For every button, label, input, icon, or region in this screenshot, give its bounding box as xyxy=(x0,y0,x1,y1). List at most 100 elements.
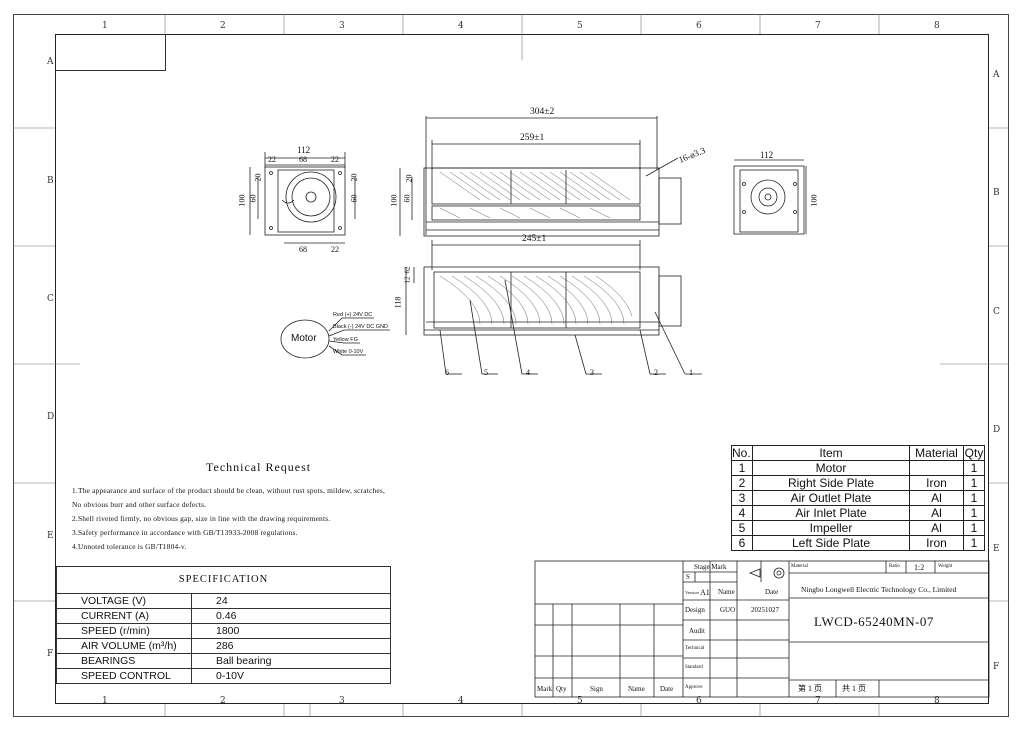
bom-material: Al xyxy=(909,490,964,506)
bom-header-no: No. xyxy=(731,445,753,461)
dim-bottom-12: 12 xyxy=(403,276,412,284)
spec-value: Ball bearing xyxy=(191,653,391,669)
spec-row: CURRENT (A)0.46 xyxy=(56,608,391,624)
stage-s: S xyxy=(686,573,690,581)
revision-sign-label: Sign xyxy=(590,685,603,693)
zone-col-8-bottom: 8 xyxy=(934,696,940,706)
spec-label: SPEED CONTROL xyxy=(56,668,192,684)
designer: GUO xyxy=(720,606,736,614)
dim-left-22b: 22 xyxy=(331,155,339,164)
zone-row-C: C xyxy=(47,294,54,304)
balloon-6: 6 xyxy=(445,368,449,377)
bom-material xyxy=(909,460,964,476)
balloon-1: 1 xyxy=(689,368,693,377)
dim-left-60: 60 xyxy=(248,194,258,203)
bom-item: Air Inlet Plate xyxy=(752,505,910,521)
company-name: Ningbo Longwell Electric Technology Co.,… xyxy=(801,585,957,594)
design-date: 20251027 xyxy=(751,606,779,614)
bom-item: Right Side Plate xyxy=(752,475,910,491)
zone-col-3: 3 xyxy=(339,21,345,31)
zone-col-2: 2 xyxy=(220,21,226,31)
bom-no: 5 xyxy=(731,520,753,536)
dim-overall-length: 304±2 xyxy=(530,107,555,117)
approve-label: Approve xyxy=(685,685,703,690)
zone-col-7-bottom: 7 xyxy=(815,696,821,706)
zone-col-6: 6 xyxy=(696,21,702,31)
stage-mark-label: Stage Mark xyxy=(694,563,727,571)
zone-row-E: E xyxy=(47,531,54,541)
zone-row-F-right: F xyxy=(993,662,1000,672)
dim-front-20: 20 xyxy=(404,174,414,183)
spec-value: 0-10V xyxy=(191,668,391,684)
bom-item: Impeller xyxy=(752,520,910,536)
zone-col-4-bottom: 4 xyxy=(458,696,464,706)
bom-no: 3 xyxy=(731,490,753,506)
material-label: Material xyxy=(791,564,808,569)
zone-col-2-bottom: 2 xyxy=(220,696,226,706)
zone-col-4: 4 xyxy=(458,21,464,31)
bom-qty: 1 xyxy=(963,505,985,521)
dim-hole-pitch: 259±1 xyxy=(520,133,545,143)
revision-name-label: Name xyxy=(628,685,645,693)
tech-line-1: 1.The appearance and surface of the prod… xyxy=(72,486,385,495)
tech-line-3: 2.Shell riveted firmly, no obvious gap, … xyxy=(72,514,331,523)
bom-item: Motor xyxy=(752,460,910,476)
bom-header-material: Material xyxy=(909,445,964,461)
spec-row: AIR VOLUME (m³/h)286 xyxy=(56,638,391,654)
revision-mark-label: Mark xyxy=(537,685,553,693)
dim-left-68a: 68 xyxy=(299,155,307,164)
corner-box xyxy=(55,34,166,71)
bom-no: 6 xyxy=(731,535,753,551)
wire-black: Black (-) 24V DC GND xyxy=(333,324,389,330)
spec-title: SPECIFICATION xyxy=(56,566,391,594)
bom-qty: 1 xyxy=(963,520,985,536)
drawing-border-outer xyxy=(13,14,1009,717)
revision-date-label: Date xyxy=(660,685,674,693)
dim-front-60: 60 xyxy=(402,194,412,203)
zone-col-7: 7 xyxy=(815,21,821,31)
bom-no: 1 xyxy=(731,460,753,476)
zone-row-D: D xyxy=(47,412,55,422)
zone-row-E-right: E xyxy=(993,544,1000,554)
audit-label: Audit xyxy=(689,627,705,635)
bom-no: 4 xyxy=(731,505,753,521)
bom-header-qty: Qty xyxy=(963,445,985,461)
spec-label: BEARINGS xyxy=(56,653,192,669)
dim-bottom-118: 118 xyxy=(393,296,403,309)
bom-material: Iron xyxy=(909,475,964,491)
spec-row: SPEED (r/min)1800 xyxy=(56,623,391,639)
balloon-3: 3 xyxy=(590,368,594,377)
bom-qty: 1 xyxy=(963,460,985,476)
dim-left-22a: 22 xyxy=(268,155,276,164)
name-label: Name xyxy=(718,588,735,596)
revision-qty-label: Qty xyxy=(556,685,567,693)
bom-material: Al xyxy=(909,505,964,521)
zone-row-A-right: A xyxy=(993,70,1000,80)
date-label: Date xyxy=(765,588,779,596)
dim-left-22c: 22 xyxy=(331,245,339,254)
dim-left-20: 20 xyxy=(253,173,263,182)
dim-right-height: 100 xyxy=(809,194,819,207)
dim-left-60b: 60 xyxy=(349,194,359,203)
ratio-label: Ratio xyxy=(889,564,900,569)
spec-row: VOLTAGE (V)24 xyxy=(56,593,391,609)
zone-col-8: 8 xyxy=(934,21,940,31)
zone-col-3-bottom: 3 xyxy=(339,696,345,706)
motor-label: Motor xyxy=(291,333,317,344)
zone-col-5: 5 xyxy=(577,21,583,31)
spec-value: 0.46 xyxy=(191,608,391,624)
dim-left-68b: 68 xyxy=(299,245,307,254)
wire-red: Red (+) 24V DC xyxy=(333,312,373,318)
zone-row-D-right: D xyxy=(993,425,1001,435)
weight-label: Weight xyxy=(938,564,953,569)
sheet-total: 共 1 页 xyxy=(842,684,866,693)
balloon-4: 4 xyxy=(526,368,530,377)
design-label: Design xyxy=(685,606,705,614)
